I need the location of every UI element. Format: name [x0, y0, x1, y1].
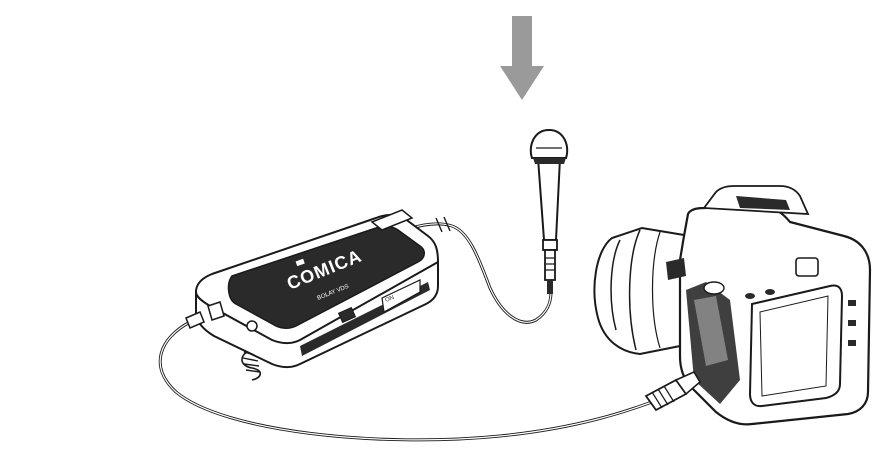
- audio-plug-icon: [644, 370, 702, 412]
- down-arrow-icon: [500, 16, 544, 100]
- cable-break-mark: [435, 216, 451, 233]
- microphone-icon: [529, 128, 569, 294]
- dslr-camera-icon: [593, 185, 872, 426]
- switch-off-label: OFF: [325, 314, 339, 324]
- switch-on-label: ON: [385, 295, 396, 304]
- xlr-adapter-icon: [185, 209, 440, 368]
